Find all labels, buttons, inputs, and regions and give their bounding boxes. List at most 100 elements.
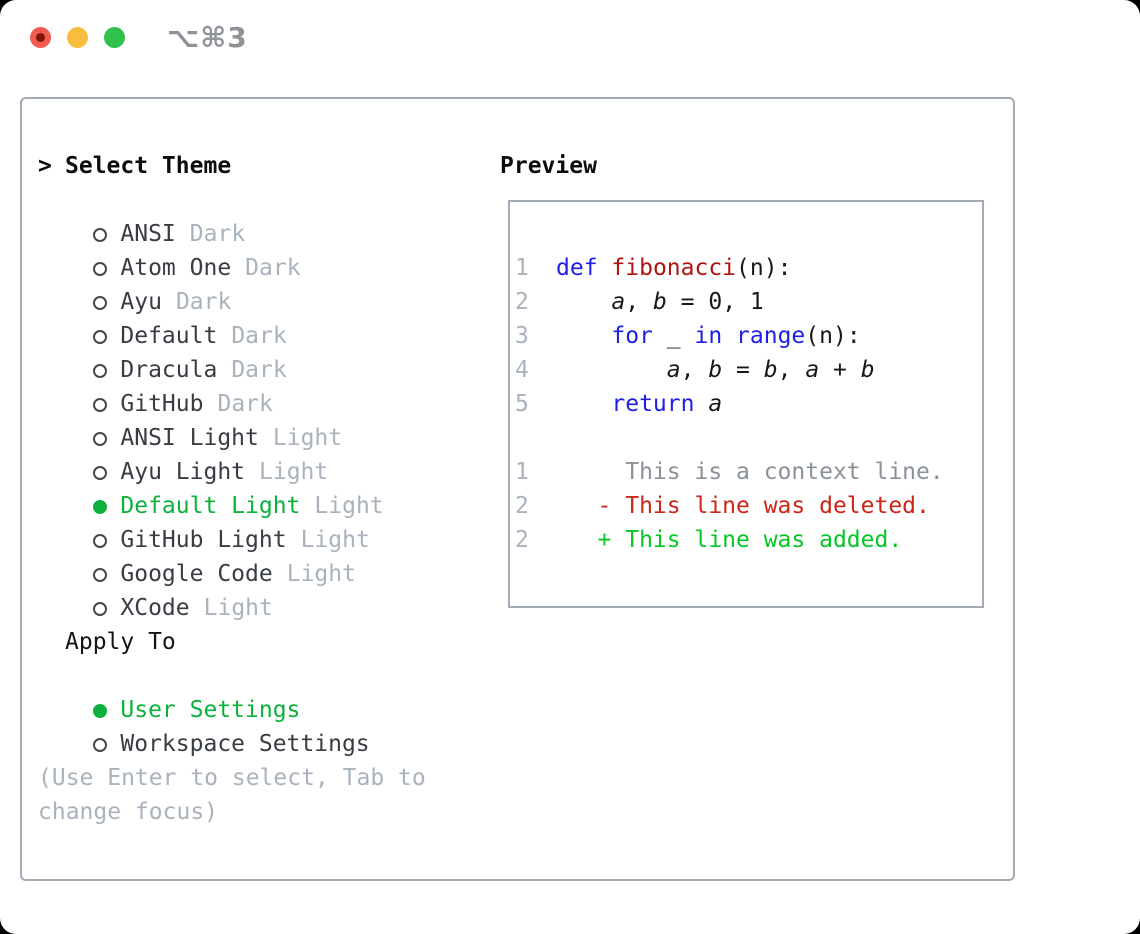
code-token-plain: (n): [736, 255, 792, 281]
apply-to-header: Apply To [65, 629, 176, 655]
preview-code-line [515, 421, 982, 455]
preview-code-line: 5 return a [515, 387, 982, 421]
code-token-kw: in [694, 323, 723, 349]
line-number [515, 421, 556, 455]
item-label: User Settings [120, 697, 301, 723]
item-label: Default [120, 323, 218, 349]
code-content: for _ in range(n): [556, 319, 861, 353]
apply-to-list: User Settings Workspace Settings [38, 659, 426, 757]
code-content: This is a context line. [556, 455, 944, 489]
line-number: 2 [515, 527, 529, 553]
code-token-plain: = [722, 357, 764, 383]
item-label: Atom One [120, 255, 232, 281]
code-token-plain [556, 289, 611, 315]
line-number: 1 [515, 255, 529, 281]
code-token-kw: def [556, 255, 598, 281]
line-number: 2 [515, 493, 529, 519]
preview-code-line: 3 for _ in range(n): [515, 319, 982, 353]
item-variant-badge: Light [300, 527, 370, 553]
window-shortcut-label: ⌥⌘3 [167, 21, 248, 54]
radio-unselected-icon [93, 330, 108, 344]
apply-option-workspace-settings[interactable]: Workspace Settings [38, 693, 426, 757]
item-label: Workspace Settings [120, 731, 370, 757]
code-token-kw: return [611, 391, 695, 417]
radio-unselected-icon [93, 398, 108, 412]
item-variant-badge: Light [314, 493, 384, 519]
radio-unselected-icon [93, 432, 108, 446]
item-variant-badge: Dark [217, 391, 273, 417]
code-token-var: a [805, 357, 820, 383]
preview-code-line: 2 + This line was added. [515, 523, 982, 557]
item-label: ANSI Light [120, 425, 259, 451]
item-variant-badge: Light [259, 459, 329, 485]
code-content: def fibonacci(n): [556, 251, 791, 285]
prompt-caret-icon: > [38, 153, 52, 179]
close-dot-icon [36, 33, 45, 42]
preview-header: Preview [500, 153, 597, 179]
radio-unselected-icon [93, 364, 108, 378]
preview-code-line: 1 This is a context line. [515, 455, 982, 489]
line-number: 1 [515, 459, 529, 485]
code-token-plain [722, 323, 736, 349]
item-variant-badge: Dark [231, 323, 287, 349]
code-token-add: + This line was added. [556, 527, 903, 553]
radio-selected-icon [93, 704, 108, 718]
radio-unselected-icon [93, 228, 108, 242]
apply-option-user-settings[interactable]: User Settings [38, 659, 426, 723]
theme-list-header-row: >Select Theme [38, 149, 426, 183]
theme-item-ansi-light[interactable]: ANSI Light Light [38, 387, 426, 451]
code-content: a, b = b, a + b [556, 353, 875, 387]
theme-item-ayu[interactable]: Ayu Dark [38, 251, 426, 315]
radio-unselected-icon [93, 738, 108, 752]
theme-item-atom-one[interactable]: Atom One Dark [38, 217, 426, 281]
code-token-var: a [708, 391, 723, 417]
radio-unselected-icon [93, 534, 108, 548]
minimize-button[interactable] [67, 27, 88, 48]
item-variant-badge: Dark [245, 255, 301, 281]
help-text-line-1: (Use Enter to select, Tab to [38, 765, 426, 791]
code-token-plain: = 0, 1 [666, 289, 764, 315]
code-token-var: b [763, 357, 778, 383]
radio-unselected-icon [93, 602, 108, 616]
code-token-var: a [666, 357, 681, 383]
code-token-plain [556, 391, 611, 417]
code-token-plain [694, 391, 708, 417]
code-token-var: b [860, 357, 875, 383]
code-token-plain: + [819, 357, 861, 383]
theme-item-github-light[interactable]: GitHub Light Light [38, 489, 426, 553]
code-token-plain: , [625, 289, 653, 315]
item-variant-badge: Dark [175, 289, 232, 315]
preview-code-line: 2 a, b = 0, 1 [515, 285, 982, 319]
close-button[interactable] [30, 27, 51, 48]
item-label: Ayu [120, 289, 162, 315]
item-label: GitHub Light [120, 527, 287, 553]
code-token-plain [598, 255, 612, 281]
radio-selected-icon [93, 500, 108, 514]
code-content: a, b = 0, 1 [556, 285, 764, 319]
radio-unselected-icon [93, 466, 108, 480]
item-label: XCode [120, 595, 190, 621]
code-token-fn: fibonacci [611, 255, 737, 281]
line-number: 2 [515, 289, 529, 315]
code-token-plain: (n): [805, 323, 861, 349]
code-token-kw: range [736, 323, 806, 349]
theme-item-default[interactable]: Default Dark [38, 285, 426, 349]
preview-code-line: 2 - This line was deleted. [515, 489, 982, 523]
code-token-plain [556, 323, 611, 349]
radio-unselected-icon [93, 568, 108, 582]
zoom-button[interactable] [104, 27, 125, 48]
line-number: 4 [515, 357, 529, 383]
preview-code-line: 1 def fibonacci(n): [515, 251, 982, 285]
code-token-plain: _ [652, 323, 695, 349]
item-variant-badge: Light [272, 425, 343, 451]
